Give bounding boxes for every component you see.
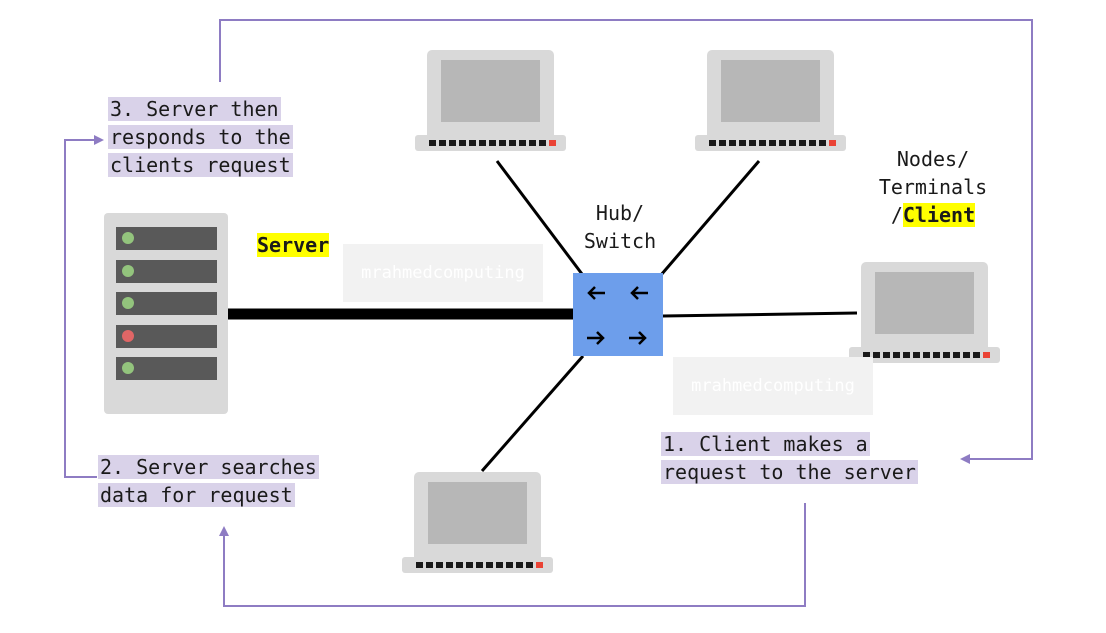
laptop-icon <box>402 472 553 573</box>
flow-arrow-to-step3 <box>64 135 104 478</box>
server-icon <box>104 213 228 414</box>
flow-arrow-to-step1 <box>219 19 1033 464</box>
cable-right-laptop <box>662 311 858 318</box>
cable-top-left-laptop <box>495 160 587 279</box>
cable-bottom-laptop <box>480 355 585 472</box>
watermark: mrahmedcomputing <box>673 357 873 415</box>
flow-arrow-to-step2 <box>219 503 806 607</box>
server-label: Server <box>257 233 330 257</box>
watermark: mrahmedcomputing <box>343 244 543 302</box>
switch-icon <box>573 273 663 356</box>
laptop-icon <box>415 50 566 151</box>
laptop-icon <box>695 50 846 151</box>
laptop-icon <box>849 262 1000 363</box>
hub-label: Hub/ Switch <box>583 201 657 253</box>
cables <box>227 160 858 472</box>
client-label: Client <box>902 203 976 227</box>
cable-top-right-laptop <box>659 160 761 276</box>
step3-label: 3. Server then responds to the clients r… <box>108 97 293 177</box>
step1-label: 1. Client makes a request to the server <box>661 432 918 484</box>
step2-label: 2. Server searches data for request <box>98 455 319 507</box>
nodes-label: Nodes/ Terminals /Client <box>878 147 988 227</box>
